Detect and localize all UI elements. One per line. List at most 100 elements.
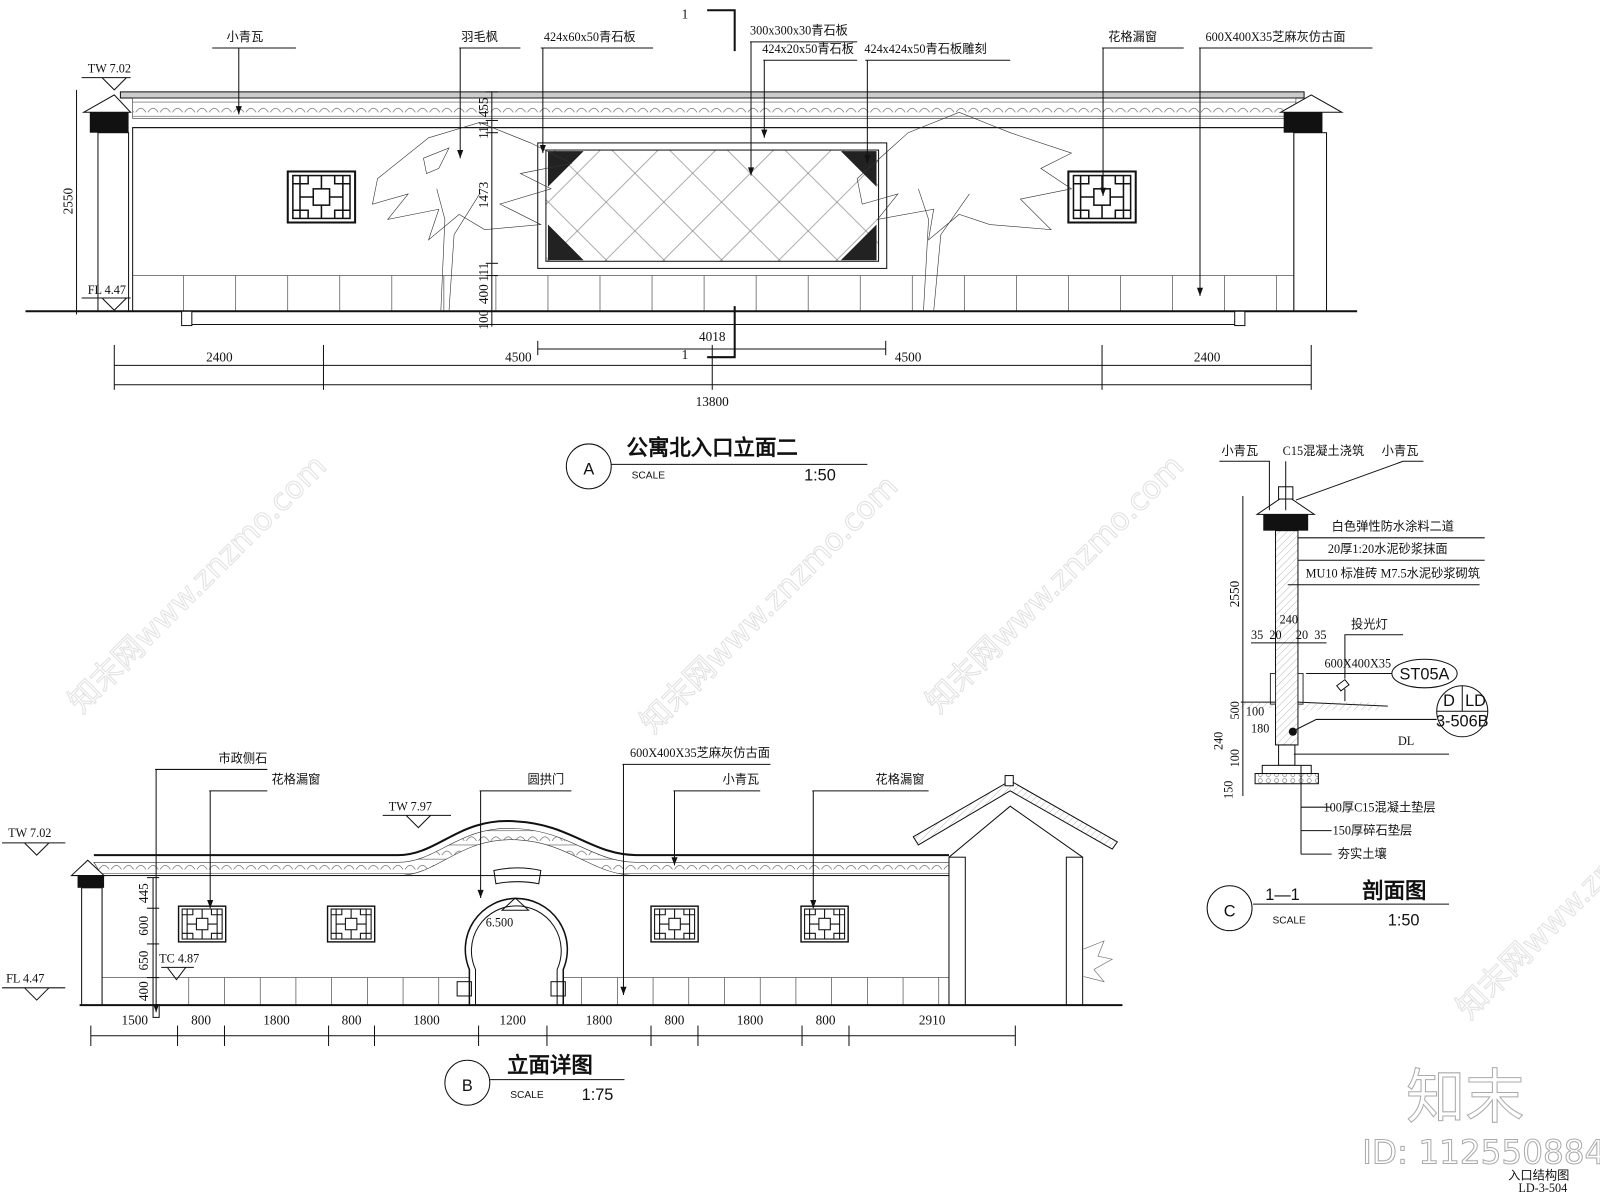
callout-label: 424x424x50青石板雕刻 <box>864 41 986 56</box>
dim-vertical: 100 <box>476 309 491 329</box>
svg-text:知末网www.znzmo.com: 知末网www.znzmo.com <box>634 469 905 740</box>
arrow-icon <box>207 900 214 909</box>
badge-letter: B <box>462 1077 473 1095</box>
pillar-right <box>1278 94 1344 312</box>
detail-ref-ld: LD <box>1465 692 1486 710</box>
section-mark-top: 1 <box>682 6 689 21</box>
leader-line <box>865 59 1011 164</box>
title-badge-a <box>565 443 612 490</box>
arrow-icon <box>761 129 768 138</box>
flood-light-icon <box>1336 678 1350 702</box>
arrow-icon <box>539 144 546 154</box>
brand-watermark: 知末 <box>1406 1062 1524 1131</box>
dim-240: 240 <box>1211 732 1225 750</box>
callout-label: 小青瓦 <box>227 30 264 44</box>
callout-label: C15混凝土浇筑 <box>1283 443 1365 458</box>
pillar-left <box>81 94 132 312</box>
leader-line <box>622 763 771 995</box>
dim-horizontal: 1500 <box>121 1013 148 1028</box>
dim-panel: 4018 <box>699 329 726 344</box>
dim-horizontal: 800 <box>191 1013 211 1028</box>
scale-value: 1:75 <box>582 1086 614 1104</box>
level-floor-label: FL 4.47 <box>88 283 126 297</box>
scale-label: SCALE <box>1272 916 1306 927</box>
leader-line <box>673 790 761 866</box>
badge-letter: C <box>1224 902 1236 920</box>
section-c: 2550 500 240 100 150 240 35 20 20 35 100… <box>1206 443 1489 932</box>
dim-vertical: 445 <box>136 883 151 903</box>
id-watermark: ID: 1125508841 <box>1362 1133 1600 1171</box>
callout-label: 市政侧石 <box>218 750 267 765</box>
dim-20-left: 20 <box>1269 628 1281 642</box>
dim-35-left: 35 <box>1251 628 1263 642</box>
section-cut-bottom <box>707 306 736 359</box>
dim-height-2550: 2550 <box>60 187 75 214</box>
dim-100-footing: 100 <box>1246 704 1264 718</box>
title-badge-b <box>444 1059 491 1106</box>
dim-240-width: 240 <box>1280 613 1298 627</box>
dim-20-right: 20 <box>1296 628 1308 642</box>
leader-line <box>479 790 572 899</box>
arrow-icon <box>864 155 871 164</box>
callout-label: 424x60x50青石板 <box>544 30 636 44</box>
dim-horizontal: 1800 <box>263 1013 290 1028</box>
lattice-window-3 <box>650 905 699 943</box>
concrete-pad <box>1261 764 1312 775</box>
ref-tag-text: ST05A <box>1400 666 1450 684</box>
level-top-b: TW 7.02 <box>8 826 51 840</box>
maple-tree-right <box>856 111 1073 312</box>
callout-label: 20厚1:20水泥砂浆抹面 <box>1328 541 1448 556</box>
detail-ref-d: D <box>1443 692 1455 710</box>
title-a: 公寓北入口立面二 <box>627 435 798 461</box>
dim-horizontal: 800 <box>665 1013 685 1028</box>
callout-label: 424x20x50青石板 <box>762 42 854 56</box>
svg-text:知末网www.znzmo.com: 知末网www.znzmo.com <box>63 449 334 720</box>
leader-line <box>459 47 521 159</box>
elevation-b: 6.500 TW 7.02 TW 7.97 TC 4.87 FL 4.47 市政… <box>2 745 1123 1106</box>
arrow-icon <box>153 1004 160 1013</box>
leader-line <box>750 41 858 176</box>
dim-horizontal: 1800 <box>737 1013 764 1028</box>
scale-label: SCALE <box>510 1090 544 1101</box>
svg-text:知末网www.znzmo.com: 知末网www.znzmo.com <box>920 449 1191 720</box>
callout-label: 300x300x30青石板 <box>750 24 848 38</box>
dim-180-footing: 180 <box>1251 722 1269 736</box>
dim-500: 500 <box>1228 701 1242 719</box>
arrow-icon <box>477 889 484 899</box>
callout-label: 圆拱门 <box>528 772 565 787</box>
dim-total: 13800 <box>696 394 730 409</box>
dim-vertical: 455 <box>476 97 491 117</box>
roof-tiles <box>132 97 1297 119</box>
dim-horizontal: 2400 <box>206 349 233 364</box>
dim-horizontal: 800 <box>342 1013 362 1028</box>
dim-horizontal: 2400 <box>1194 349 1221 364</box>
leader-line <box>212 47 296 115</box>
wall-coping-b <box>93 820 949 857</box>
dim-vertical: 111 <box>476 120 491 139</box>
title-c: 剖面图 <box>1362 878 1426 904</box>
arrow-icon <box>620 986 627 995</box>
callout-label: 夯实土壤 <box>1338 846 1387 861</box>
scale-value: 1:50 <box>804 467 836 485</box>
stone-label: 600X400X35 <box>1324 656 1391 670</box>
gravel-layer <box>1254 773 1319 785</box>
sheet-number: LD-3-504 <box>1518 1181 1567 1195</box>
arrow-icon <box>1196 287 1204 296</box>
callout-label: 花格漏窗 <box>1108 29 1157 44</box>
dim-vertical: 111 <box>476 263 491 282</box>
callout-label: 小青瓦 <box>1221 444 1258 458</box>
pillar-left-b <box>70 859 106 1006</box>
callout-label: 100厚C15混凝土垫层 <box>1324 799 1436 814</box>
section-cut-top <box>707 9 736 52</box>
callout-label: 600X400X35芝麻灰仿古面 <box>1206 29 1346 44</box>
arrow-icon <box>1100 187 1107 196</box>
base-stone-band-b <box>152 977 940 1006</box>
dim-horizontal: 1800 <box>413 1013 440 1028</box>
dim-horizontal: 1200 <box>500 1013 527 1028</box>
